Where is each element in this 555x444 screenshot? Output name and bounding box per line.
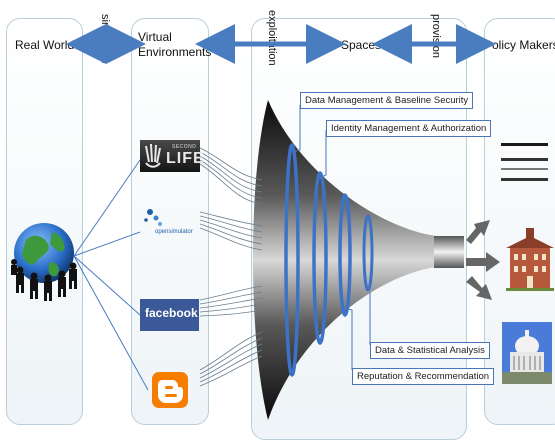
output-arrow-up: [466, 220, 490, 244]
government-building-icon: [506, 228, 554, 291]
filter-ring-4: [362, 214, 374, 292]
opensim-logo: [144, 209, 162, 226]
filter-ring-2: [312, 171, 328, 345]
data-stream-lines: [199, 147, 263, 387]
document-lines-icon: [501, 143, 548, 181]
second-life-text: LIFE: [166, 150, 205, 167]
opensim-text: opensimulator: [155, 229, 193, 235]
layer-identity-management: Identity Management & Authorization: [326, 120, 492, 137]
real-world-label: Real World: [15, 38, 75, 52]
second-life-logo: [140, 140, 200, 172]
virtual-environments-label-line2: Environments: [138, 45, 212, 59]
blogger-logo: [152, 372, 188, 408]
layer-data-management: Data Management & Baseline Security: [300, 92, 474, 109]
filter-ring-3: [338, 193, 352, 317]
facebook-text: facebook: [145, 306, 198, 320]
globe-connectors: [73, 159, 149, 391]
funnel: [253, 100, 436, 420]
output-arrow-right: [466, 252, 500, 272]
capitol-icon: [502, 322, 552, 384]
second-life-small-text: SECOND: [172, 144, 197, 150]
policy-makers-label: Policy Makers: [484, 38, 555, 52]
layer-reputation: Reputation & Recommendation: [352, 368, 495, 385]
facebook-logo-bg: [140, 299, 199, 331]
output-arrow-down: [466, 276, 492, 300]
virtual-environments-column: [131, 18, 209, 425]
layer-statistical-analysis: Data & Statistical Analysis: [370, 342, 490, 359]
globe-icon: [11, 223, 77, 301]
virtual-environments-label-line1: Virtual: [138, 30, 172, 44]
filter-ring-1: [284, 143, 300, 377]
real-world-column: [6, 18, 83, 425]
funnel-outlet: [434, 236, 464, 268]
